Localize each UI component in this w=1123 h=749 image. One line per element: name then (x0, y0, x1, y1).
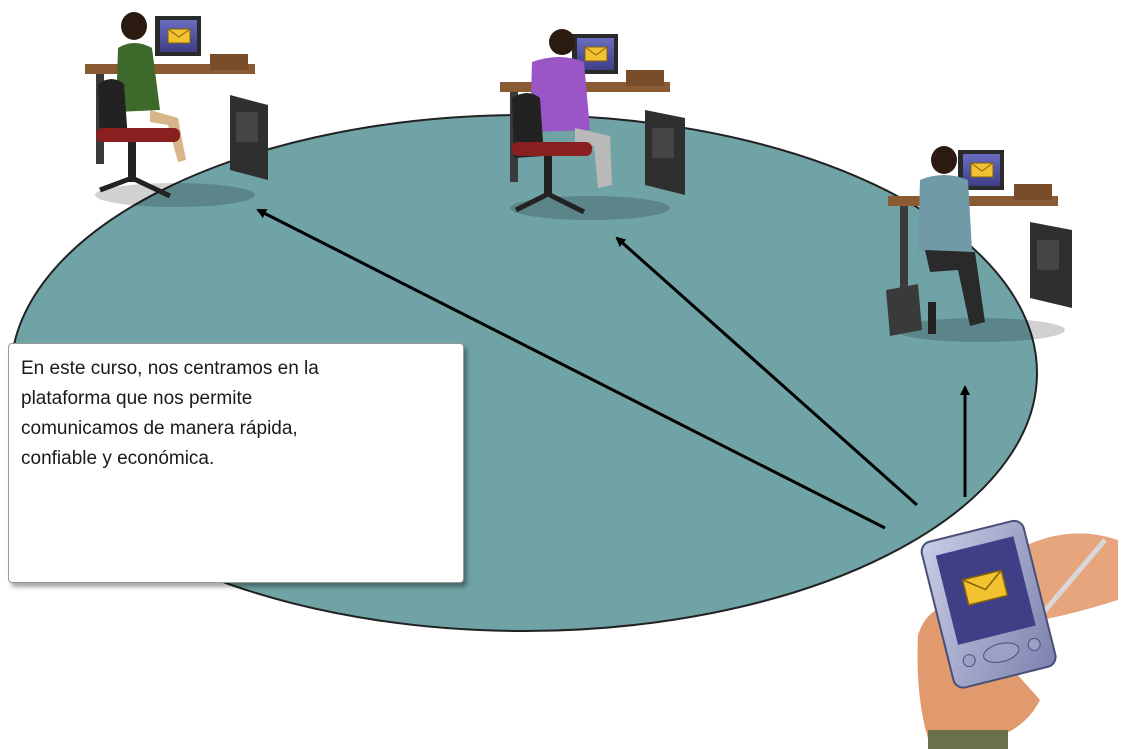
arrow-to-workstation-2 (615, 236, 918, 507)
arrow-to-workstation-1 (256, 208, 886, 530)
description-callout: En este curso, nos centramos en la plata… (8, 343, 464, 583)
woman-on-phone-at-computer-icon (886, 146, 1072, 342)
callout-text: En este curso, nos centramos en la plata… (21, 358, 319, 469)
pda-with-stylus-icon (917, 519, 1118, 749)
man-at-computer-icon (500, 29, 685, 220)
woman-at-computer-icon (85, 12, 268, 207)
